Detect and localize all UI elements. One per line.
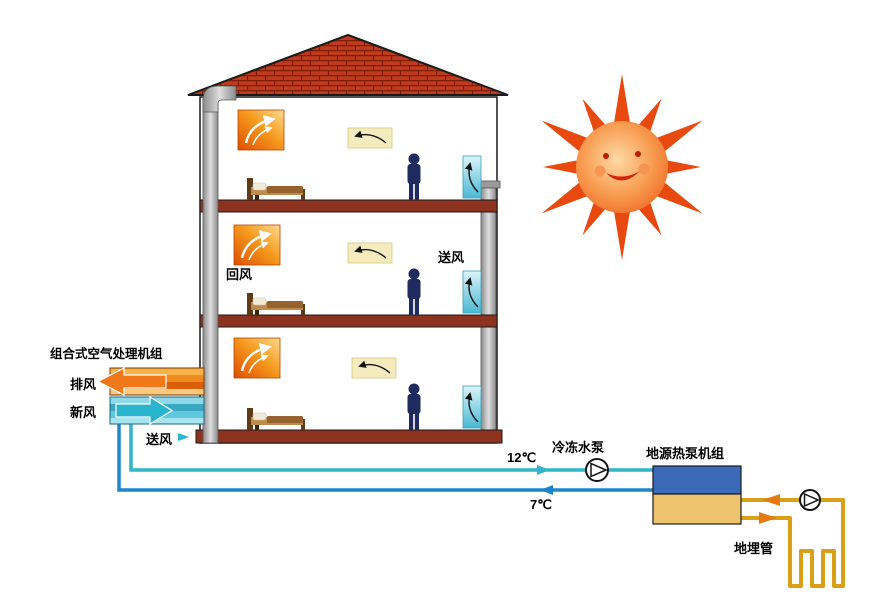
flow-arrow-12c	[537, 465, 550, 475]
airflow-panel	[348, 243, 392, 263]
ground-loop	[741, 494, 845, 588]
airflow-panel	[348, 128, 392, 148]
floor-slab-3	[199, 199, 498, 213]
return-air-diffuser	[234, 338, 280, 378]
chilled-pump-impeller	[590, 462, 608, 478]
floor-slab-ground	[195, 429, 503, 444]
heat-pump-unit-label: 地源热泵机组	[646, 446, 724, 461]
return-air-diffuser	[234, 225, 280, 265]
fresh-air-arrow	[115, 395, 174, 426]
sun-face	[576, 121, 668, 213]
pumps	[585, 458, 821, 511]
ahu-fresh-air-section	[109, 395, 205, 426]
pipe-7c	[117, 424, 653, 492]
supply-air-small-arrow	[178, 433, 189, 441]
exhaust-arrow	[96, 367, 167, 396]
pipe-12c	[129, 424, 653, 472]
exhaust-air-label: 排风	[70, 377, 96, 392]
ground-coil	[788, 540, 845, 588]
sun-cheek-right	[638, 163, 650, 175]
left-duct-elbow	[202, 85, 237, 113]
sun-eye-right	[635, 151, 641, 157]
return-air-label: 回风	[226, 267, 252, 282]
chilled-pump-label: 冷冻水泵	[552, 440, 604, 455]
left-riser-duct	[202, 96, 219, 444]
building	[187, 33, 509, 444]
temp-7c-label: 7℃	[530, 497, 552, 512]
supply-air-outlet	[463, 386, 481, 428]
sun	[541, 74, 703, 260]
sun-eye-left	[603, 153, 609, 159]
ahu-title-label: 组合式空气处理机组	[50, 346, 163, 361]
return-air-diffuser	[238, 110, 284, 150]
ground-flow-arrow-left	[762, 494, 780, 506]
ground-pipe-supply	[741, 516, 792, 542]
chilled-water-pipes	[117, 424, 653, 495]
flow-arrow-7c	[540, 485, 553, 495]
ahu-exhaust-section	[96, 367, 205, 396]
labels: 组合式空气处理机组 排风 新风 送风 回风 送风 12℃ 冷冻水泵 7℃ 地源热…	[50, 250, 773, 556]
supply-air-outlet	[463, 156, 481, 198]
ground-flow-arrow-right	[759, 512, 777, 524]
supply-air-ahu-label: 送风	[145, 432, 172, 447]
sun-smile	[606, 171, 640, 181]
floor-slab-2	[199, 314, 498, 328]
fresh-air-label: 新风	[70, 405, 96, 420]
sun-cheek-left	[594, 165, 606, 177]
heat-pump-unit	[652, 465, 742, 525]
supply-air-outlet	[463, 271, 481, 313]
roof	[187, 33, 509, 96]
heat-pump-evaporator	[652, 465, 742, 495]
ground-pump-impeller	[803, 492, 820, 508]
ground-pipe-label: 地埋管	[734, 541, 773, 556]
supply-air-room-label: 送风	[437, 250, 464, 265]
heat-pump-condenser	[652, 493, 742, 525]
air-handling-unit	[96, 367, 205, 441]
airflow-panel	[352, 358, 396, 378]
temp-12c-label: 12℃	[507, 450, 536, 465]
